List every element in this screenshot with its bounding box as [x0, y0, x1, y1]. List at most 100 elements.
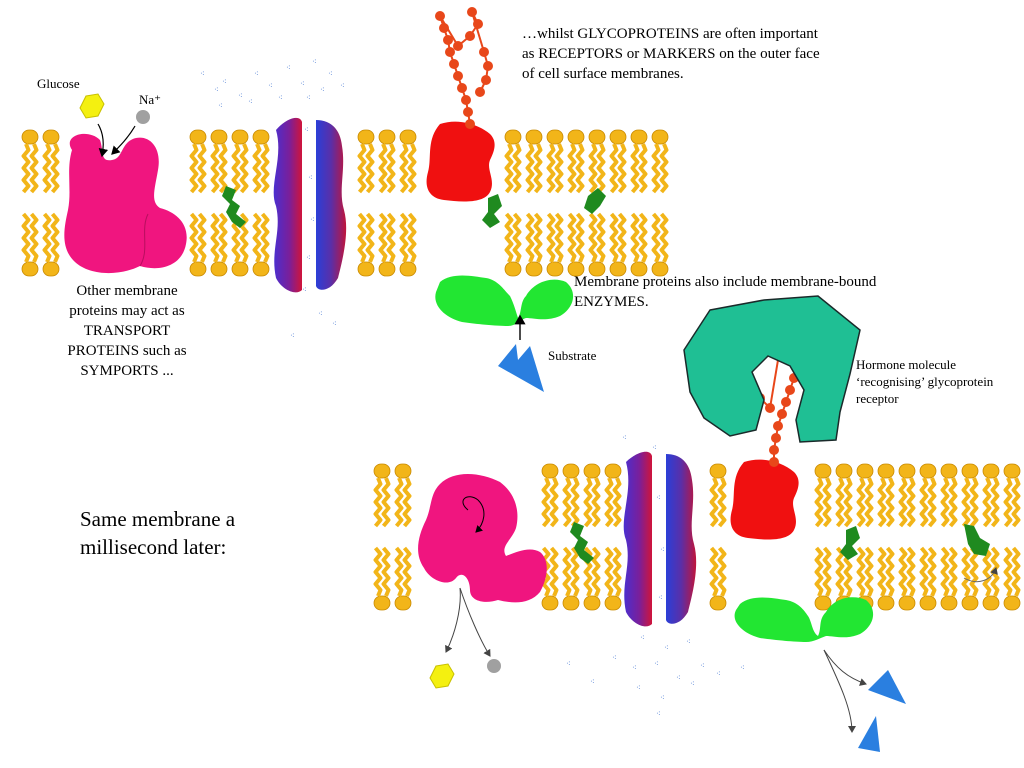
sugar-residue [777, 409, 787, 419]
ion: ⁖ [318, 309, 323, 318]
later-caption: Same membrane a millisecond later: [80, 507, 236, 559]
phospholipid [231, 212, 249, 277]
ion: ⁖ [268, 81, 273, 90]
symport-seam [139, 213, 149, 267]
phospholipid [210, 212, 228, 277]
sugar-residue [773, 421, 783, 431]
phospholipid [709, 546, 727, 611]
glycoprotein-later [730, 459, 799, 540]
sugar-residue [467, 7, 477, 17]
phospholipid [252, 212, 270, 277]
phospholipid [210, 129, 228, 194]
phospholipid [394, 546, 412, 611]
phospholipid [856, 463, 874, 528]
sugar-residue [465, 119, 475, 129]
glucose-arrow [97, 123, 109, 158]
glucose-molecule-released [429, 663, 455, 689]
sugar-residue [465, 31, 475, 41]
substrate-label: Substrate [548, 348, 597, 363]
top-membrane [21, 129, 669, 277]
sugar-residue [457, 83, 467, 93]
release-arrow-sodium [459, 587, 491, 657]
phospholipid [357, 129, 375, 194]
phospholipid [252, 129, 270, 194]
phospholipid [982, 546, 1000, 611]
sugar-residue [453, 41, 463, 51]
sugar-residue [475, 87, 485, 97]
ion: ⁖ [222, 77, 227, 86]
phospholipid [546, 212, 564, 277]
phospholipid [982, 463, 1000, 528]
ion: ⁖ [306, 93, 311, 102]
sugar-residue [771, 433, 781, 443]
sodium-ion-released [487, 659, 501, 673]
ion: ⁖ [660, 545, 665, 554]
sugar-residue [463, 107, 473, 117]
ion: ⁖ [310, 215, 315, 224]
sodium-label: Na⁺ [139, 92, 162, 107]
phospholipid [1003, 546, 1021, 611]
ion: ⁖ [290, 331, 295, 340]
phospholipid [651, 129, 669, 194]
phospholipid [525, 129, 543, 194]
inner-arrow [462, 496, 485, 533]
ion: ⁖ [214, 85, 219, 94]
sugar-residue [769, 445, 779, 455]
phospholipid [231, 129, 249, 194]
sugar-residue [439, 23, 449, 33]
glycoprotein-caption: …whilst GLYCOPROTEINS are often importan… [522, 26, 820, 82]
ion: ⁖ [304, 125, 309, 134]
phospholipid [546, 129, 564, 194]
sugar-residue [443, 35, 453, 45]
product-fragment-2 [858, 716, 880, 752]
bottom-membrane [373, 463, 1021, 611]
release-arrow-glucose [445, 587, 461, 653]
ion: ⁖ [660, 693, 665, 702]
symport-protein-later [418, 474, 547, 603]
phospholipid [940, 546, 958, 611]
phospholipid [525, 212, 543, 277]
ion: ⁖ [664, 643, 669, 652]
ion-dots: ⁖⁖⁖⁖⁖⁖⁖⁖⁖⁖⁖⁖⁖⁖⁖⁖⁖⁖⁖⁖⁖⁖⁖⁖ [200, 57, 345, 340]
phospholipid [898, 463, 916, 528]
sodium-ion [136, 110, 150, 124]
product-arrow-2 [823, 649, 856, 733]
cholesterol-molecule-later [840, 526, 860, 560]
ion: ⁖ [652, 443, 657, 452]
ion: ⁖ [302, 285, 307, 294]
ion: ⁖ [200, 69, 205, 78]
ion: ⁖ [254, 69, 259, 78]
phospholipid [394, 463, 412, 528]
sugar-residue [435, 11, 445, 21]
ion: ⁖ [654, 659, 659, 668]
sugar-residue [449, 59, 459, 69]
cholesterol-molecule-later [964, 524, 990, 556]
phospholipid [709, 463, 727, 528]
ion: ⁖ [340, 81, 345, 90]
phospholipid [373, 463, 391, 528]
phospholipid [898, 546, 916, 611]
phospholipid [189, 129, 207, 194]
phospholipid [940, 463, 958, 528]
phospholipid [567, 212, 585, 277]
sugar-residue [461, 95, 471, 105]
phospholipid [399, 129, 417, 194]
phospholipid [919, 546, 937, 611]
phospholipid [609, 212, 627, 277]
sugar-residue [473, 19, 483, 29]
product-arrow-1 [823, 649, 867, 686]
phospholipid [42, 212, 60, 277]
ion: ⁖ [300, 79, 305, 88]
phospholipid [378, 129, 396, 194]
cholesterol-motion-arrow [963, 567, 998, 583]
ion: ⁖ [740, 663, 745, 672]
phospholipid [651, 212, 669, 277]
ion: ⁖ [640, 633, 645, 642]
ion: ⁖ [700, 661, 705, 670]
sugar-residue [453, 71, 463, 81]
sugar-residue [483, 61, 493, 71]
ion: ⁖ [312, 57, 317, 66]
enzyme-caption: Membrane proteins also include membrane-… [574, 274, 877, 310]
ion: ⁖ [328, 69, 333, 78]
cholesterol-molecule [482, 194, 502, 228]
